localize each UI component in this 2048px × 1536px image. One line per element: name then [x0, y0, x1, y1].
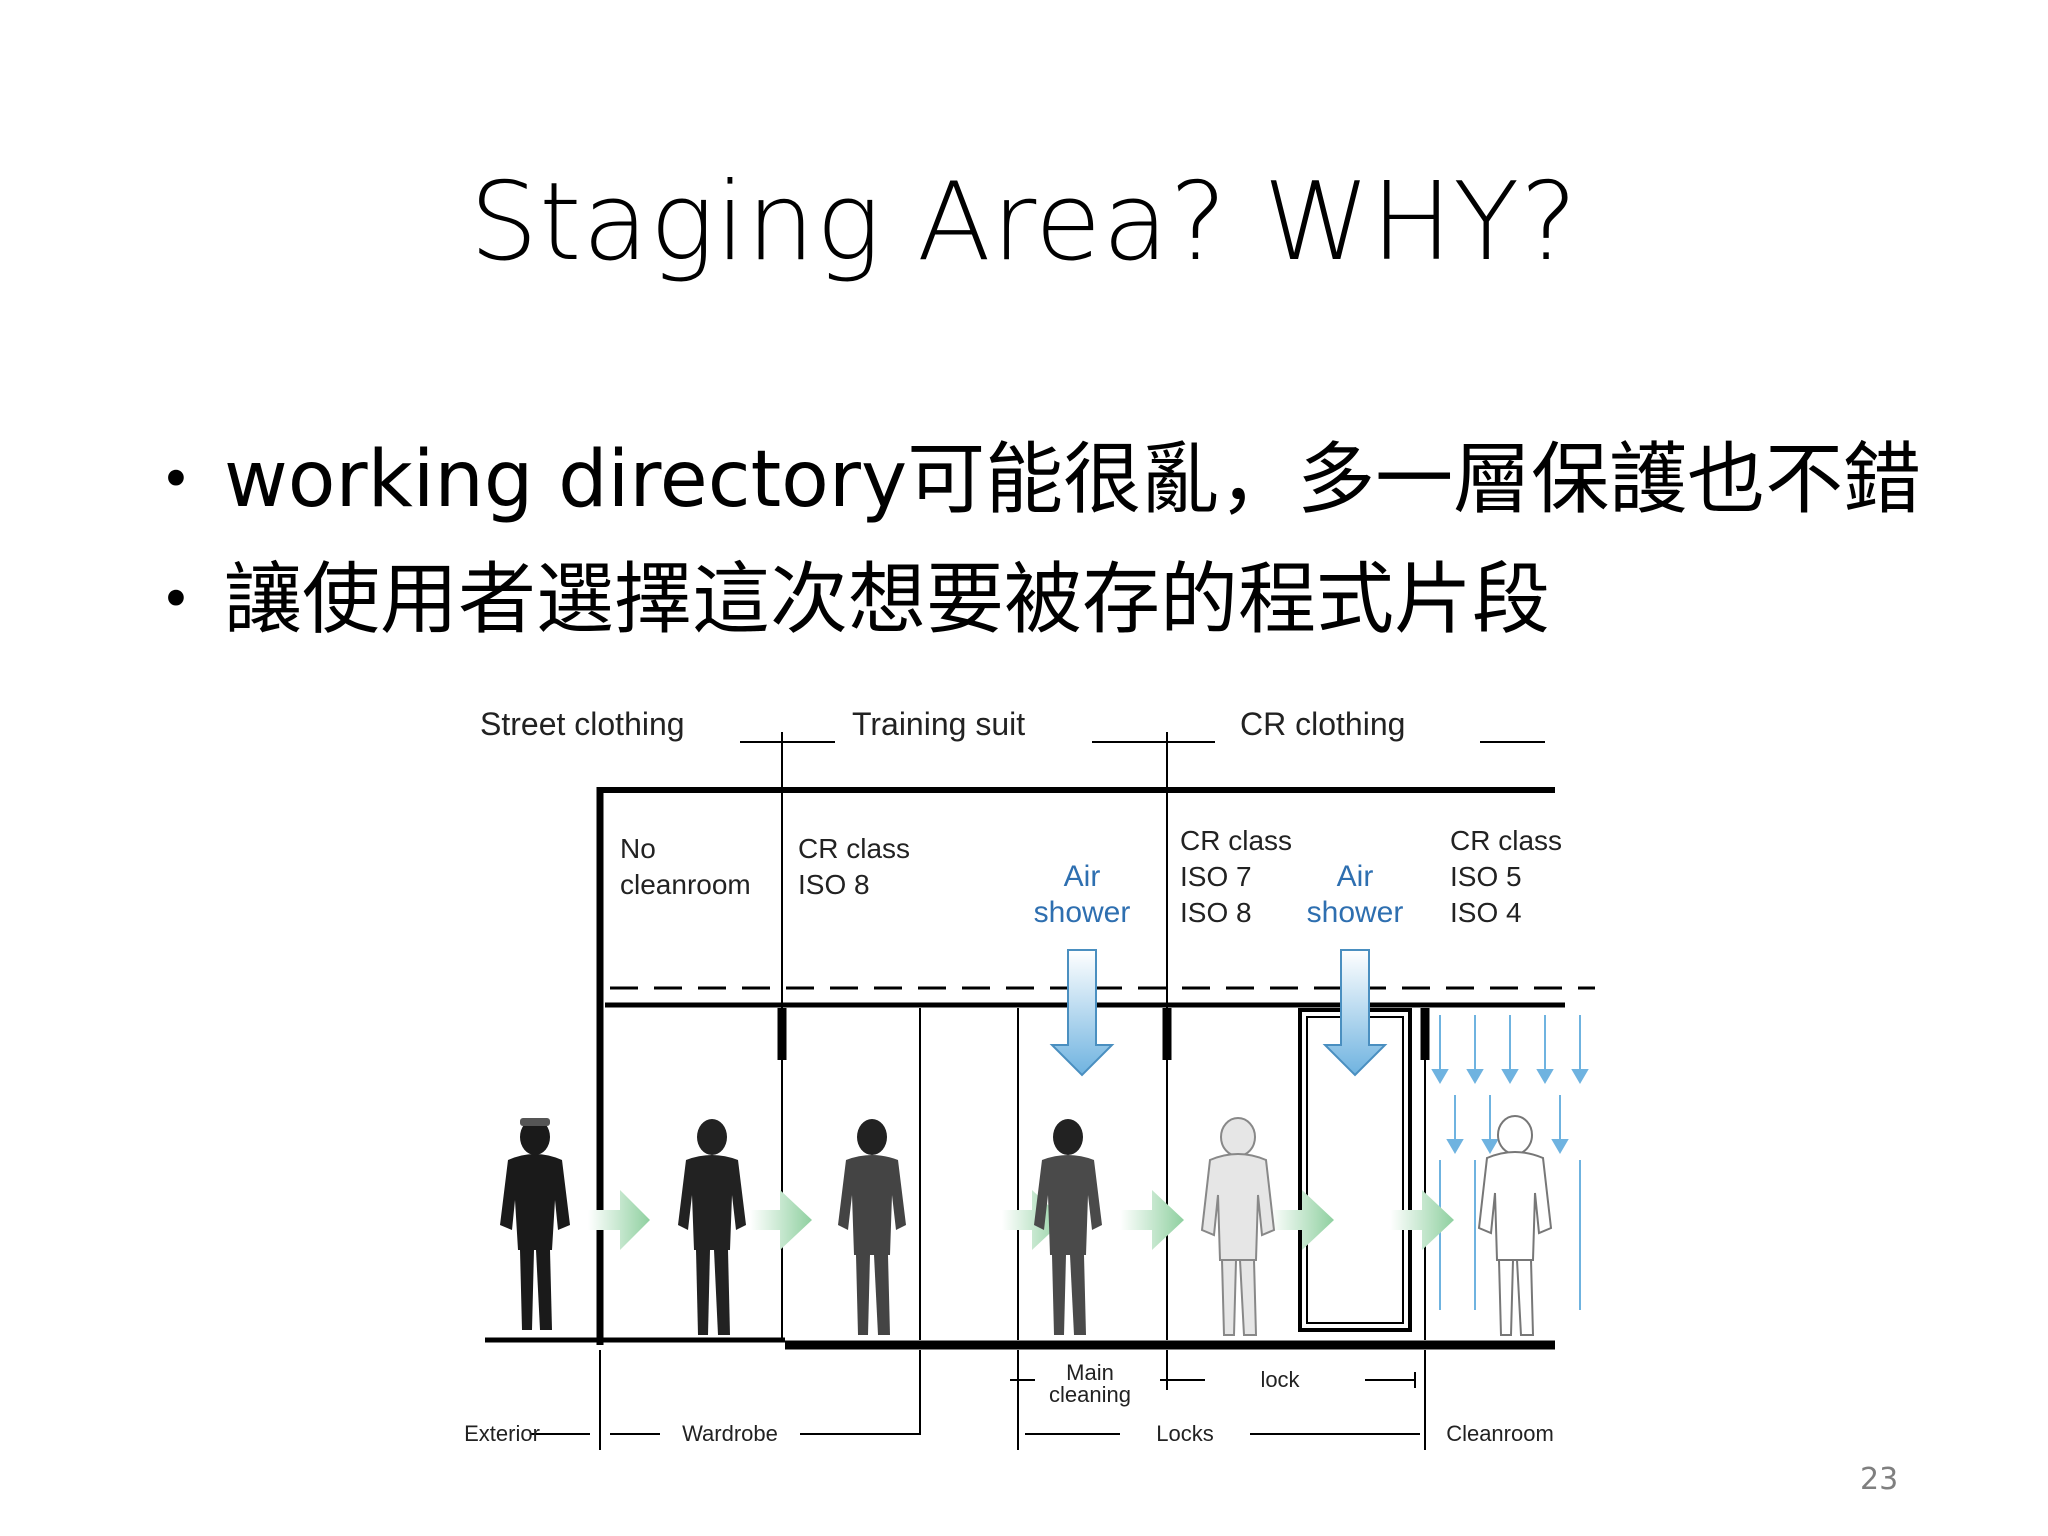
bullet-text: working directory可能很亂，多一層保護也不錯 [224, 435, 1922, 525]
zone-text: ISO 4 [1450, 897, 1522, 928]
air-shower-text: shower [1034, 896, 1131, 929]
zone-iso7: CR class ISO 7 ISO 8 [1180, 825, 1292, 928]
zone-text: ISO 5 [1450, 861, 1522, 892]
label-main-cleaning: Main [1066, 1360, 1114, 1385]
building-walls [485, 754, 1565, 1350]
bullet-item: • 讓使用者選擇這次想要被存的程式片段 [160, 540, 1921, 660]
zone-text: ISO 8 [1180, 897, 1252, 928]
air-shower-label-2: Air shower [1307, 860, 1404, 929]
zone-text: CR class [1450, 825, 1562, 856]
zone-text: No [620, 833, 656, 864]
person-main-cleaning-icon [1034, 1119, 1102, 1335]
cleanroom-diagram: Street clothing Training suit CR clothin… [464, 706, 1595, 1450]
air-shower-text: Air [1064, 860, 1101, 893]
person-cleanroom-icon [1477, 1115, 1553, 1336]
page-number: 23 [1860, 1462, 1899, 1497]
zone-text: ISO 7 [1180, 861, 1252, 892]
air-shower-label-1: Air shower [1034, 860, 1131, 929]
label-wardrobe: Wardrobe [682, 1421, 778, 1446]
air-down-arrow-icon [1049, 949, 1115, 1077]
zone-iso8: CR class ISO 8 [798, 833, 910, 900]
air-shower-text: shower [1307, 896, 1404, 929]
label-cleanroom: Cleanroom [1446, 1421, 1554, 1446]
slide-title: Staging Area? WHY? [469, 160, 1579, 285]
laminar-flow-arrows-icon [1431, 1015, 1589, 1310]
person-street-icon [500, 1118, 570, 1330]
walk-arrow-icon [1002, 1190, 1064, 1250]
bullet-text: 讓使用者選擇這次想要被存的程式片段 [224, 555, 1551, 645]
walk-arrow-icon [1120, 1190, 1184, 1250]
walk-arrow-icon [1270, 1190, 1334, 1250]
label-exterior: Exterior [464, 1421, 540, 1446]
zone-text: ISO 8 [798, 869, 870, 900]
zone-text: CR class [798, 833, 910, 864]
walk-arrow-icon [750, 1190, 812, 1250]
zone-iso5: CR class ISO 5 ISO 4 [1450, 825, 1562, 928]
bullet-item: • working directory可能很亂，多一層保護也不錯 [160, 420, 1921, 540]
person-wardrobe-icon [678, 1119, 746, 1335]
air-shower-text: Air [1337, 860, 1374, 893]
label-main-cleaning: cleaning [1049, 1382, 1131, 1407]
top-label-lines [740, 732, 1545, 754]
bullet-icon: • [160, 448, 192, 511]
label-cr-clothing: CR clothing [1240, 706, 1405, 742]
walk-arrow-icon [588, 1190, 650, 1250]
bullet-list: • working directory可能很亂，多一層保護也不錯 • 讓使用者選… [160, 420, 1921, 660]
person-training-suit-icon [838, 1119, 906, 1335]
walk-arrow-icon [1390, 1190, 1454, 1250]
walk-arrows [588, 1190, 1454, 1250]
air-down-arrow-icon [1322, 949, 1388, 1077]
zone-text: CR class [1180, 825, 1292, 856]
zone-text: cleanroom [620, 869, 751, 900]
person-cr-clothing-icon [1200, 1117, 1276, 1336]
bullet-icon: • [160, 568, 192, 631]
label-training-suit: Training suit [852, 706, 1025, 742]
zone-no-cleanroom: No cleanroom [620, 833, 751, 900]
label-street-clothing: Street clothing [480, 706, 685, 742]
label-lock: lock [1260, 1367, 1300, 1392]
label-locks: Locks [1156, 1421, 1213, 1446]
bottom-dimension-lines [530, 1350, 1426, 1450]
